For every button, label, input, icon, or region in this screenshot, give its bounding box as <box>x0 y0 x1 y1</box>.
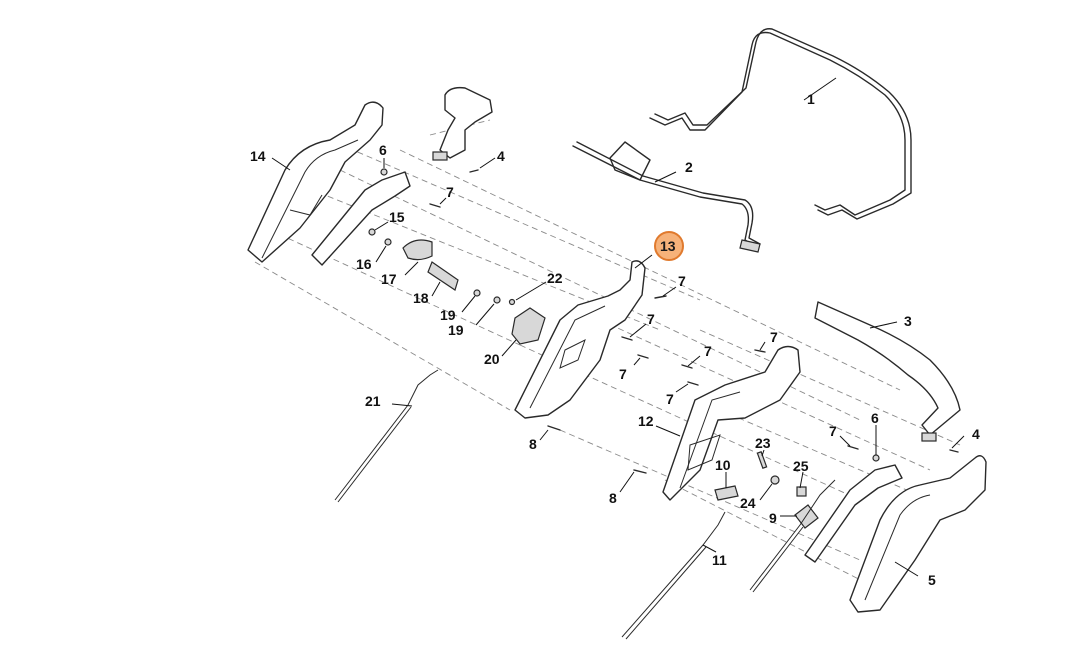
part-clamp-bolt[interactable] <box>427 261 459 291</box>
callout-22[interactable]: 22 <box>547 270 563 286</box>
callout-8-right[interactable]: 8 <box>609 490 617 506</box>
part-left-handle-arm[interactable] <box>311 171 411 266</box>
assembly-guide-lines <box>254 119 961 591</box>
leader-lines <box>271 77 965 577</box>
part-right-inner-cover[interactable] <box>662 345 801 501</box>
callout-4-right[interactable]: 4 <box>972 426 980 442</box>
callout-7-a[interactable]: 7 <box>446 184 454 200</box>
callout-20[interactable]: 20 <box>484 351 500 367</box>
callout-2[interactable]: 2 <box>685 159 693 175</box>
callout-labels: 14 6 4 7 15 16 17 18 19 19 20 22 21 8 13… <box>250 91 980 588</box>
part-left-side-cover[interactable] <box>247 101 384 263</box>
part-cable-clip[interactable] <box>794 504 819 529</box>
callout-25[interactable]: 25 <box>793 458 809 474</box>
callout-4-left[interactable]: 4 <box>497 148 505 164</box>
callout-7-g[interactable]: 7 <box>666 391 674 407</box>
part-upper-handle[interactable] <box>649 28 912 220</box>
callout-7-e[interactable]: 7 <box>770 329 778 345</box>
callout-23[interactable]: 23 <box>755 435 771 451</box>
callout-8-left[interactable]: 8 <box>529 436 537 452</box>
callout-10[interactable]: 10 <box>715 457 731 473</box>
callout-7-h[interactable]: 7 <box>829 423 837 439</box>
callout-11[interactable]: 11 <box>712 552 727 568</box>
callout-6-right[interactable]: 6 <box>871 410 879 426</box>
callout-19-a[interactable]: 19 <box>440 307 456 323</box>
screws <box>380 168 959 474</box>
callout-17[interactable]: 17 <box>381 271 397 287</box>
highlight-circle-13 <box>654 231 684 261</box>
part-switch-block[interactable] <box>511 307 546 345</box>
callout-7-c[interactable]: 7 <box>647 311 655 327</box>
callout-24[interactable]: 24 <box>740 495 756 511</box>
callout-15[interactable]: 15 <box>389 209 405 225</box>
callout-21[interactable]: 21 <box>365 393 381 409</box>
part-cable-right-b[interactable] <box>621 511 726 640</box>
callout-18[interactable]: 18 <box>413 290 429 306</box>
callout-3[interactable]: 3 <box>904 313 912 329</box>
callout-1[interactable]: 1 <box>807 91 815 107</box>
part-upper-bracket-right[interactable] <box>921 432 937 442</box>
callout-12[interactable]: 12 <box>638 413 654 429</box>
part-cable-left[interactable] <box>334 369 439 503</box>
part-center-cover[interactable] <box>514 260 646 419</box>
part-small-fittings[interactable] <box>756 451 807 497</box>
part-right-handle-arm[interactable] <box>804 464 903 563</box>
callout-6-left[interactable]: 6 <box>379 142 387 158</box>
part-control-bar[interactable] <box>572 141 761 253</box>
part-washers[interactable] <box>368 228 516 306</box>
callout-19-b[interactable]: 19 <box>448 322 464 338</box>
callout-5[interactable]: 5 <box>928 572 936 588</box>
part-foam-grip[interactable] <box>814 301 961 436</box>
part-lever[interactable] <box>714 485 739 501</box>
callout-7-d[interactable]: 7 <box>619 366 627 382</box>
callout-9[interactable]: 9 <box>769 510 777 526</box>
part-knob[interactable] <box>402 239 433 261</box>
part-upper-bracket-left[interactable] <box>432 86 493 161</box>
callout-14[interactable]: 14 <box>250 148 266 164</box>
callout-7-b[interactable]: 7 <box>678 273 686 289</box>
callout-7-f[interactable]: 7 <box>704 343 712 359</box>
callout-16[interactable]: 16 <box>356 256 372 272</box>
part-right-side-cover[interactable] <box>849 455 987 613</box>
part-cable-right-a[interactable] <box>749 479 836 593</box>
callout-13[interactable]: 13 <box>660 238 676 254</box>
